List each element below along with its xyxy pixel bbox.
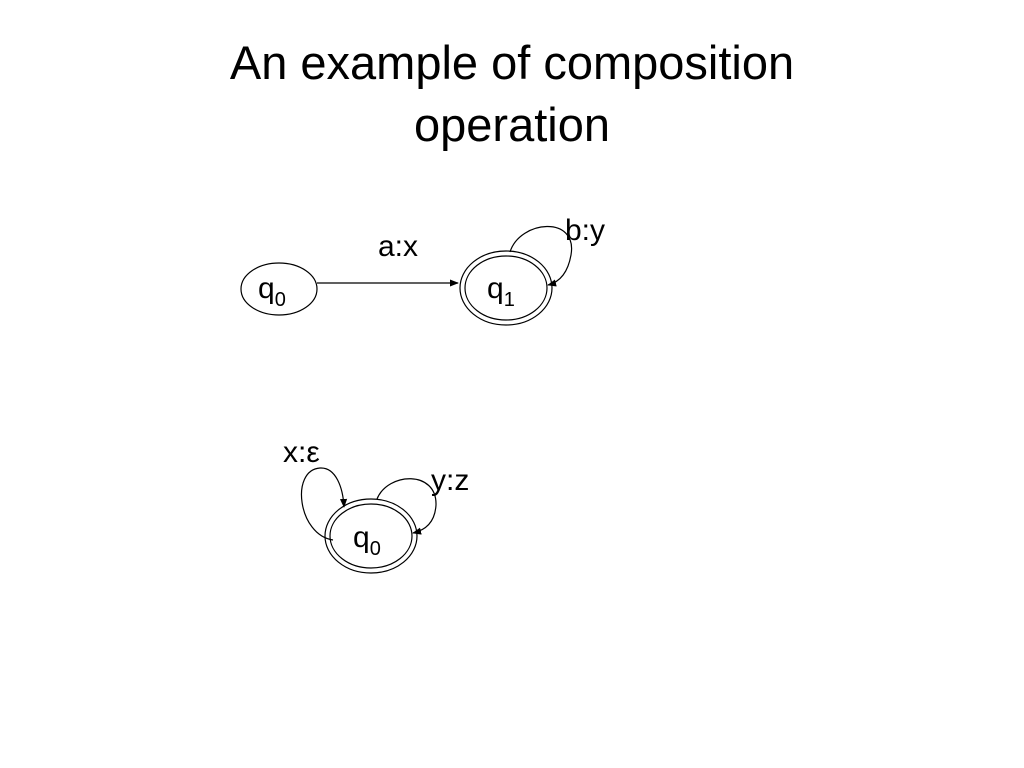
- fst2-state-q0: q0: [324, 498, 418, 574]
- fst1-edge-q0-q1-label: a:x: [378, 230, 418, 263]
- slide-title-line-1: An example of composition: [229, 36, 795, 89]
- fst2-loop-left-label: x:ε: [283, 436, 320, 469]
- fst1-state-q0-circle: [240, 262, 318, 316]
- fst2-loop-left: [300, 467, 348, 541]
- fst-1: q0 a:x q1 b:y: [240, 214, 605, 326]
- fst2-state-q0-outer-circle: [324, 498, 418, 574]
- fst2-loop-right-label: y:z: [431, 464, 469, 497]
- fst1-state-q1-inner-circle: [464, 255, 548, 321]
- fst1-loop-q1-label: b:y: [565, 214, 605, 247]
- fst1-loop-q1: [509, 225, 573, 287]
- fst1-state-q1-label: q1: [487, 272, 515, 311]
- slide-title: An example of composition operation: [0, 32, 1024, 156]
- fst2-state-q0-label: q0: [353, 521, 381, 560]
- fst2-loop-right: [376, 478, 437, 535]
- slide-title-line-2: operation: [414, 98, 610, 151]
- fst1-state-q0-label: q0: [258, 272, 286, 311]
- fst1-state-q0: q0: [240, 262, 318, 316]
- fst1-state-q1-outer-circle: [459, 250, 553, 326]
- fst2-state-q0-inner-circle: [329, 503, 413, 569]
- fst1-state-q1: q1: [459, 250, 553, 326]
- fst-2: q0 x:ε y:z: [283, 436, 469, 574]
